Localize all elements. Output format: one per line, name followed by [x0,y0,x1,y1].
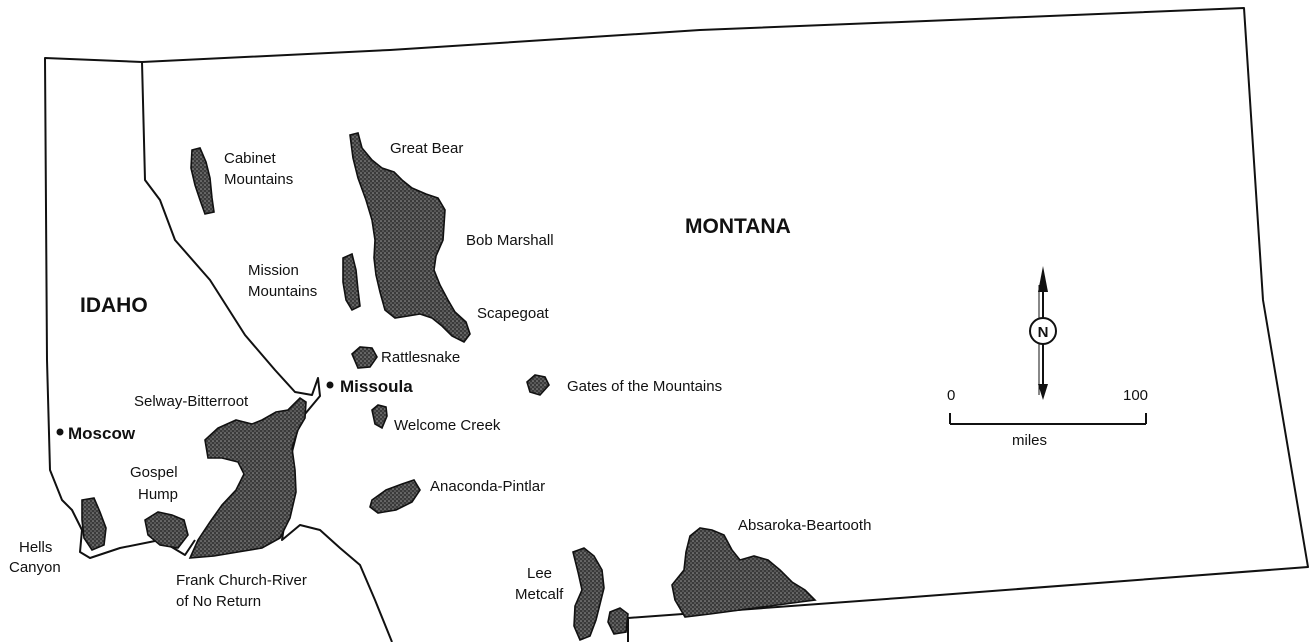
scale-bar: 0 100 miles [947,387,1148,449]
anaconda-pintlar-area [369,479,421,514]
mission-mountains-area [342,252,361,312]
scale-end-label: 100 [1123,387,1148,404]
gospel-label-line2: Hump [138,486,178,503]
scapegoat-label: Scapegoat [477,305,550,322]
lee-metcalf-area [572,547,629,642]
missoula-dot [326,381,334,389]
scale-unit-label: miles [1012,432,1047,449]
frank-church-label-line2: of No Return [176,593,261,610]
hells-label-line1: Hells [19,539,52,556]
moscow-dot [56,428,64,436]
compass-letter: N [1038,324,1049,341]
moscow-label: Moscow [68,424,136,443]
selway-label: Selway-Bitterroot [134,393,249,410]
cabinet-mountains-area [190,147,215,215]
montana-border [141,7,1309,642]
rattlesnake-area [351,346,378,369]
great-bear-label: Great Bear [390,140,463,157]
absaroka-beartooth-area [671,527,817,618]
bob-marshall-label: Bob Marshall [466,232,554,249]
selway-bitterroot-frank-church-area [188,396,307,559]
cabinet-label-line1: Cabinet [224,150,277,167]
north-arrow-icon: N [1029,266,1057,400]
gates-of-the-mountains-area [526,374,550,396]
idaho-montana-border [141,61,393,642]
lee-metcalf-label-line1: Lee [527,565,552,582]
gospel-hump-area [144,511,189,549]
frank-church-label-line1: Frank Church-River [176,572,307,589]
bob-marshall-great-bear-area [349,132,471,344]
welcome-creek-area [371,404,388,430]
anaconda-label: Anaconda-Pintlar [430,478,545,495]
gates-label: Gates of the Mountains [567,378,722,395]
gospel-label-line1: Gospel [130,464,178,481]
cabinet-label-line2: Mountains [224,171,293,188]
welcome-creek-label: Welcome Creek [394,417,501,434]
lee-metcalf-label-line2: Metcalf [515,586,564,603]
mission-label-line2: Mountains [248,283,317,300]
rattlesnake-label: Rattlesnake [381,349,460,366]
mission-label-line1: Mission [248,262,299,279]
absaroka-label: Absaroka-Beartooth [738,517,871,534]
hells-canyon-area [81,497,107,551]
hells-label-line2: Canyon [9,559,61,576]
missoula-label: Missoula [340,377,413,396]
idaho-label: IDAHO [80,294,148,317]
scale-start-label: 0 [947,387,955,404]
montana-label: MONTANA [685,215,791,238]
